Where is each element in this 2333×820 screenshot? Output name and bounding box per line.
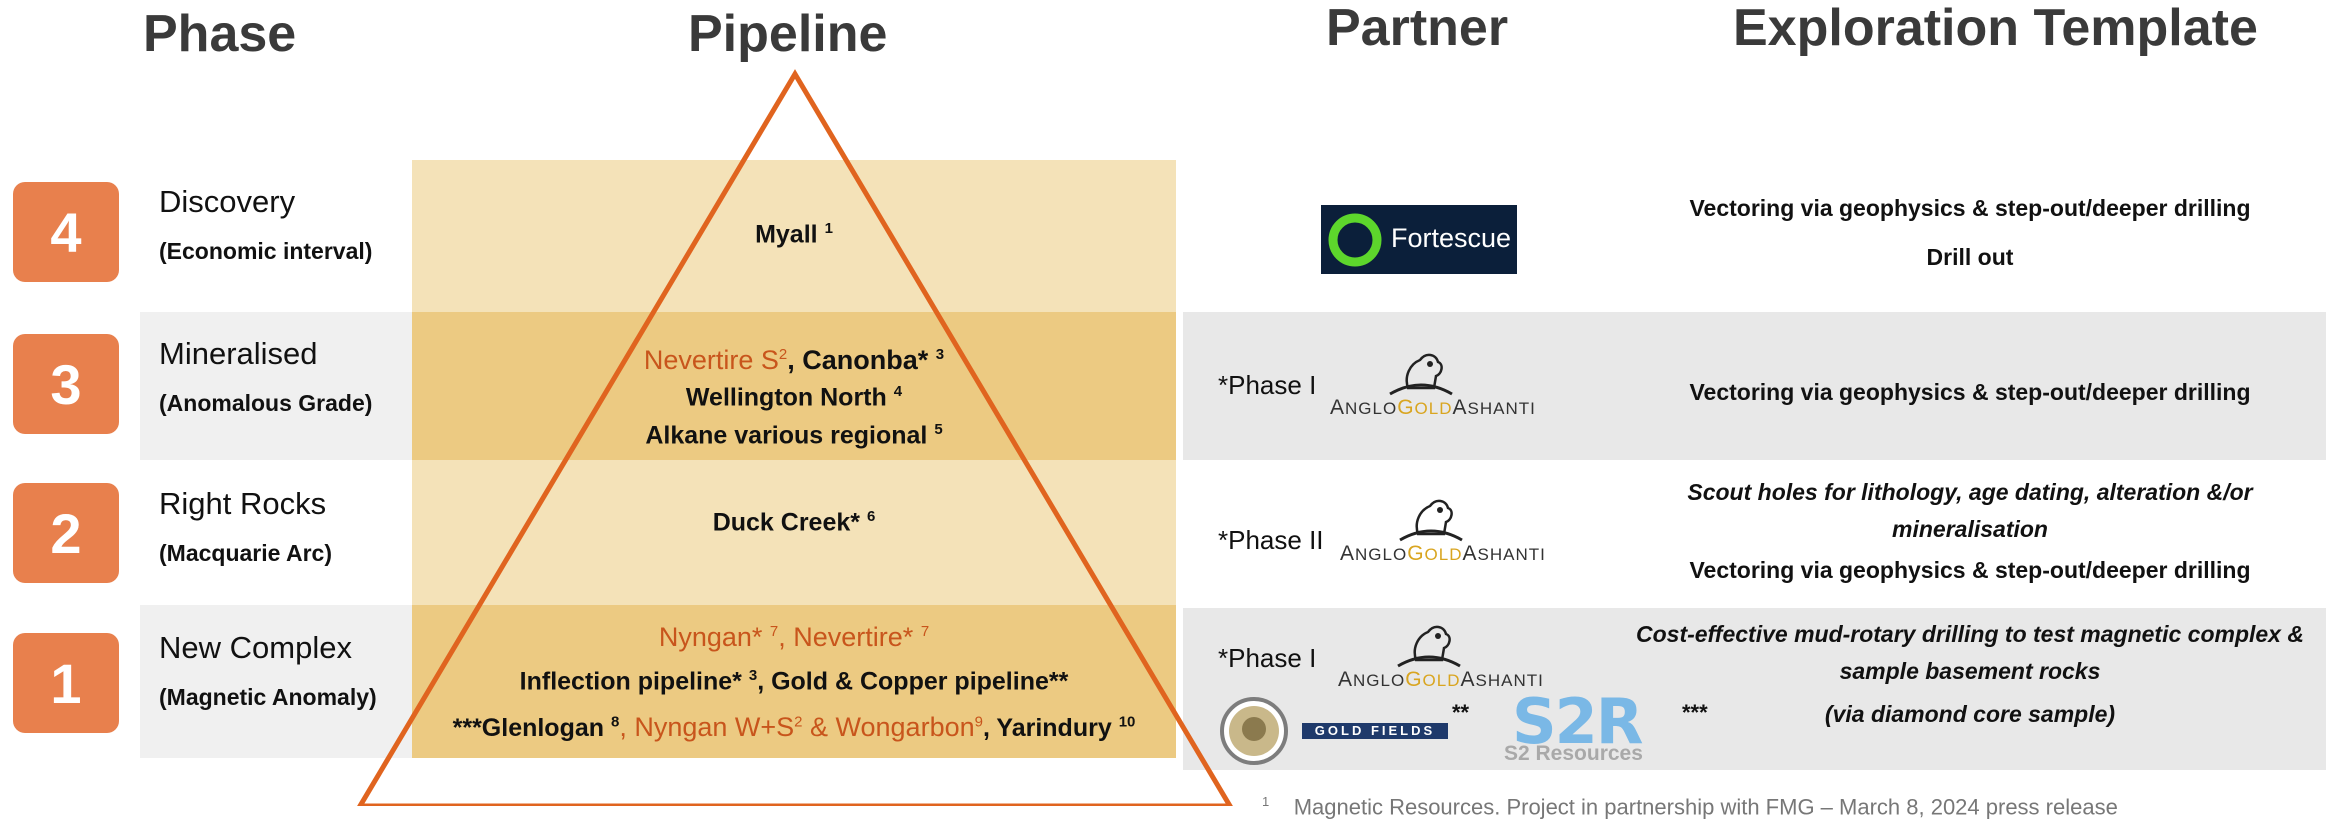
pipeline-row-1-line-3: ***Glenlogan 8, Nyngan W+S2 & Wongarbon9… [412, 712, 1176, 743]
template-row-4-line-2: Drill out [1926, 244, 2014, 270]
partner-band-1 [1183, 608, 2326, 770]
header-partner: Partner [1326, 0, 1509, 57]
template-row-2-line-1: Scout holes for lithology, age dating, a… [1687, 479, 2253, 542]
phase-sub-1: (Magnetic Anomaly) [159, 684, 377, 710]
template-row-1-line-2: (via diamond core sample) [1824, 701, 2116, 727]
pipeline-wellington-north: Wellington North [685, 383, 887, 412]
pipeline-alkane: Alkane various regional [645, 421, 928, 450]
pipeline-wongarbon: & Wongarbon [802, 712, 975, 742]
pipeline-gold-copper: , Gold & Copper pipeline** [757, 667, 1069, 696]
phase-name-3: Mineralised [159, 336, 318, 371]
pipeline-row-4: Myall 1 [412, 220, 1176, 249]
gold-fields-logo-text: GOLD FIELDS [1302, 723, 1448, 739]
phase-badge-2: 2 [13, 483, 119, 583]
pipeline-nevertire-s: Nevertire S [643, 345, 779, 375]
phase-badge-4: 4 [13, 182, 119, 282]
pipeline-canonba: , Canonba* [787, 345, 929, 375]
fortescue-logo-text: Fortescue [1391, 223, 1512, 253]
phase-badge-1: 1 [13, 633, 119, 733]
footnote-ref: 3 [748, 667, 758, 684]
footnote-ref: 2 [794, 713, 803, 731]
pipeline-yarindury: , Yarindury [982, 714, 1112, 742]
pipeline-band-4 [412, 160, 1176, 312]
lion-icon [1399, 499, 1463, 542]
template-row-2-line-2: Vectoring via geophysics & step-out/deep… [1689, 557, 2251, 583]
template-row-4-line-1: Vectoring via geophysics & step-out/deep… [1689, 195, 2251, 221]
gold-fields-stars: ** [1452, 700, 1470, 725]
phase-name-4: Discovery [159, 184, 296, 219]
template-row-1-line-1: Cost-effective mud-rotary drilling to te… [1636, 621, 2304, 684]
pipeline-glenlogan: ***Glenlogan [452, 714, 605, 742]
footnote-ref: 4 [893, 383, 903, 400]
template-row-3-line-1: Vectoring via geophysics & step-out/deep… [1689, 379, 2251, 405]
template-row-2: Scout holes for lithology, age dating, a… [1680, 474, 2260, 589]
footnote-ref: 6 [866, 508, 876, 525]
footnote-ref: 10 [1118, 713, 1136, 731]
pipeline-band-3 [412, 312, 1176, 460]
partner-row-1-label: *Phase I [1218, 643, 1317, 673]
header-exploration-template: Exploration Template [1733, 0, 2258, 57]
phase-sub-3: (Anomalous Grade) [159, 390, 373, 416]
footnote-ref: 8 [610, 713, 620, 731]
s2r-stars: *** [1682, 700, 1708, 725]
anglogold-ashanti-text: ANGLOGOLDASHANTI [1338, 668, 1544, 691]
anglogold-ashanti-text: ANGLOGOLDASHANTI [1340, 542, 1546, 565]
s2r-logo-subtext: S2 Resources [1504, 742, 1643, 765]
partner-row-2-label: *Phase II [1218, 525, 1324, 555]
anglogold-ashanti-logo: ANGLOGOLDASHANTI [1336, 618, 1566, 698]
pipeline-nyngan: Nyngan* [658, 622, 763, 652]
phase-badge-3: 3 [13, 334, 119, 434]
phase-sub-4: (Economic interval) [159, 238, 373, 264]
pipeline-row-1-line-2: Inflection pipeline* 3, Gold & Copper pi… [412, 667, 1176, 696]
header-pipeline: Pipeline [688, 5, 888, 63]
footnote-ref: 9 [974, 713, 983, 731]
pipeline-myall: Myall [755, 220, 818, 249]
pipeline-row-1-line-1: Nyngan* 7, Nevertire* 7 [412, 622, 1176, 653]
partner-band-3 [1183, 312, 2326, 460]
phase-band-3 [140, 312, 412, 460]
phase-band-1 [140, 605, 412, 758]
pipeline-row-3-line-3: Alkane various regional 5 [412, 421, 1176, 450]
template-row-1: Cost-effective mud-rotary drilling to te… [1630, 616, 2310, 733]
footnote-ref: 7 [920, 623, 930, 640]
template-row-4: Vectoring via geophysics & step-out/deep… [1620, 190, 2320, 276]
pipeline-row-2: Duck Creek* 6 [412, 508, 1176, 537]
lion-icon [1397, 625, 1461, 668]
s2r-logo-text: S2R [1512, 685, 1644, 758]
pipeline-band-2 [412, 460, 1176, 605]
lion-icon [1389, 353, 1453, 396]
footnote-ref: 2 [778, 346, 788, 363]
anglogold-ashanti-logo: ANGLOGOLDASHANTI [1338, 492, 1568, 572]
pipeline-nevertire: , Nevertire* [778, 622, 914, 652]
gold-fields-lion-icon [1220, 697, 1288, 765]
phase-name-2: Right Rocks [159, 486, 327, 521]
phase-name-1: New Complex [159, 630, 352, 665]
pipeline-row-3-line-1: Nevertire S2, Canonba* 3 [412, 345, 1176, 376]
fortescue-logo: Fortescue [1321, 205, 1517, 274]
footnote-ref: 5 [934, 421, 943, 438]
pipeline-nyngan-ws: , Nyngan W+S [619, 712, 795, 742]
pipeline-row-3-line-2: Wellington North 4 [412, 383, 1176, 412]
phase-sub-2: (Macquarie Arc) [159, 540, 332, 566]
anglogold-ashanti-text: ANGLOGOLDASHANTI [1330, 396, 1536, 419]
footnote-ref: 3 [935, 346, 945, 363]
footnote-1: 1 Magnetic Resources. Project in partner… [1262, 794, 2118, 820]
partner-row-3-label: *Phase I [1218, 370, 1317, 400]
fortescue-ring-icon [1328, 213, 1382, 267]
anglogold-ashanti-logo: ANGLOGOLDASHANTI [1328, 346, 1558, 426]
pipeline-duck-creek: Duck Creek* [712, 508, 860, 537]
header-phase: Phase [143, 5, 297, 63]
pipeline-inflection: Inflection pipeline* [519, 667, 742, 696]
footnote-ref: 1 [824, 220, 833, 237]
footnote-ref: 7 [769, 623, 779, 640]
pipeline-band-1 [412, 605, 1176, 758]
